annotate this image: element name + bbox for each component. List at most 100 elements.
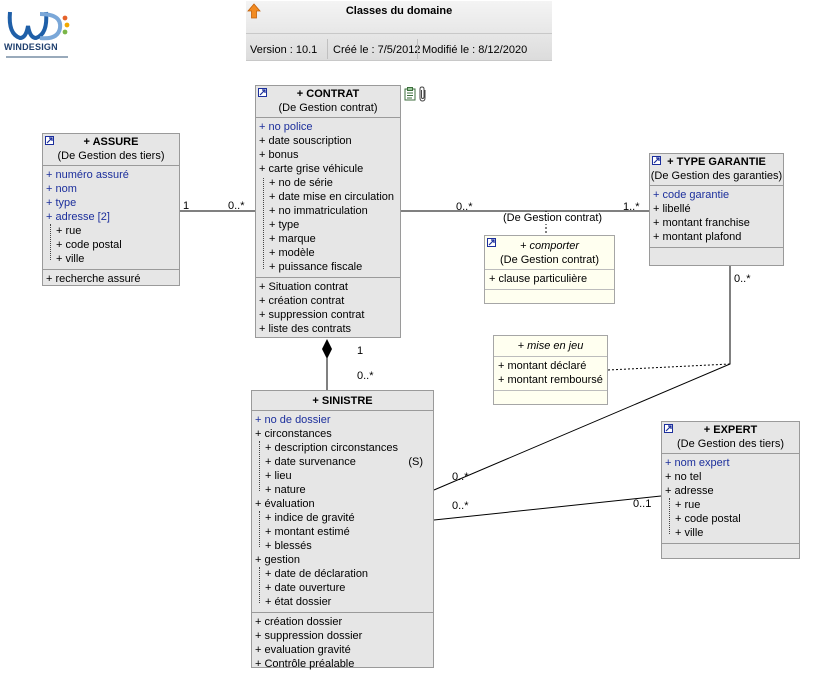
attribute: + modèle: [269, 247, 315, 259]
attribute: + montant estimé: [265, 526, 350, 538]
paperclip-icon[interactable]: [418, 86, 428, 105]
attribute: + lieu: [265, 470, 292, 482]
class-name: + TYPE GARANTIE: [667, 156, 766, 168]
operations-section: + recherche assuré: [43, 269, 179, 289]
attribute: + rue: [675, 499, 701, 511]
attribute: + date survenance (S): [255, 455, 423, 469]
tree-connector: [259, 511, 260, 547]
class-sinistre[interactable]: + SINISTRE + no de dossier + circonstanc…: [251, 390, 434, 670]
attribute: + gestion: [255, 554, 300, 566]
class-assure[interactable]: + ASSURE (De Gestion des tiers) + numéro…: [42, 133, 180, 286]
association-class-comporter[interactable]: + comporter (De Gestion contrat) + claus…: [484, 235, 615, 304]
logo-text: WINDESIGN: [4, 42, 58, 52]
operation: + Contrôle préalable: [255, 658, 355, 670]
multiplicity-label: 0..*: [452, 471, 469, 483]
attribute-identifier: + numéro assuré: [46, 169, 129, 181]
attribute: + no de série: [269, 177, 333, 189]
attribute-identifier: + no de dossier: [255, 414, 331, 426]
class-shortcut-icon: [258, 88, 267, 97]
operations-section: + création dossier + suppression dossier…: [252, 612, 433, 674]
multiplicity-label: 0..*: [734, 273, 751, 285]
class-name: + ASSURE: [83, 136, 139, 148]
multiplicity-label: 0..*: [357, 370, 374, 382]
attribute: + no immatriculation: [269, 205, 368, 217]
operation: + création contrat: [259, 295, 345, 307]
tree-connector: [259, 567, 260, 603]
attribute: + ville: [675, 527, 704, 539]
attribute: + code postal: [675, 513, 741, 525]
class-package: (De Gestion des tiers): [677, 438, 784, 450]
operation: + suppression contrat: [259, 309, 365, 321]
attribute: + date ouverture: [265, 582, 346, 594]
attribute: + date souscription: [259, 135, 352, 147]
class-shortcut-icon: [45, 136, 54, 145]
attribute: + ville: [56, 253, 85, 265]
association-class-mise-en-jeu[interactable]: + mise en jeu + montant déclaré + montan…: [493, 335, 608, 405]
operation: + suppression dossier: [255, 630, 363, 642]
class-type-garantie[interactable]: + TYPE GARANTIE (De Gestion des garantie…: [649, 153, 784, 266]
up-arrow-icon[interactable]: [247, 3, 261, 19]
class-name: + EXPERT: [703, 424, 758, 436]
attribute: + nature: [265, 484, 306, 496]
attribute: + bonus: [259, 149, 299, 161]
class-shortcut-icon: [664, 424, 673, 433]
logo-tagline-graphic: [6, 54, 72, 58]
operations-section: [485, 289, 614, 305]
attribute-identifier: + nom: [46, 183, 77, 195]
class-package: (De Gestion des tiers): [57, 150, 165, 162]
diagram-header: Classes du domaine Version : 10.1 Créé l…: [246, 1, 552, 61]
attributes-section: + montant déclaré + montant remboursé: [494, 356, 607, 390]
header-divider: [246, 33, 552, 34]
garantie-sinistre-line: [433, 266, 731, 491]
operation: + evaluation gravité: [255, 644, 351, 656]
attribute: + rue: [56, 225, 82, 237]
attributes-section: + clause particulière: [485, 269, 614, 289]
version-label: Version : 10.1: [250, 44, 318, 56]
attribute: + état dossier: [265, 596, 332, 608]
composition-diamond: [322, 339, 332, 359]
attribute: + montant déclaré: [498, 360, 587, 372]
attribute: + clause particulière: [489, 273, 588, 285]
attribute: + date de déclaration: [265, 568, 369, 580]
class-package: (De Gestion contrat): [278, 102, 378, 114]
stereotype-tag: (S): [408, 456, 423, 468]
sinistre-expert-line: [433, 495, 662, 521]
attribute: + type: [269, 219, 300, 231]
attribute: + blessés: [265, 540, 312, 552]
attribute-identifier: + type: [46, 197, 77, 209]
tree-connector: [669, 498, 670, 534]
attribute: + adresse: [665, 485, 714, 497]
attribute-identifier: + no police: [259, 121, 313, 133]
class-expert[interactable]: + EXPERT (De Gestion des tiers) + nom ex…: [661, 421, 800, 559]
attribute: + libellé: [653, 203, 691, 215]
multiplicity-label: 0..*: [456, 201, 473, 213]
attribute-text: + date survenance: [265, 456, 356, 468]
association-label: (De Gestion contrat): [503, 212, 603, 224]
tree-connector: [263, 178, 264, 269]
attribute: + code postal: [56, 239, 122, 251]
operation: + liste des contrats: [259, 323, 352, 335]
operation: + recherche assuré: [46, 273, 141, 285]
class-contrat[interactable]: + CONTRAT (De Gestion contrat) + no poli…: [255, 85, 401, 338]
class-name: + SINISTRE: [312, 395, 373, 407]
attributes-section: + code garantie + libellé + montant fran…: [650, 185, 783, 247]
multiplicity-label: 0..*: [228, 200, 245, 212]
attribute: + évaluation: [255, 498, 315, 510]
operations-section: + Situation contrat + création contrat +…: [256, 277, 400, 339]
class-shortcut-icon: [487, 238, 496, 247]
multiplicity-label: 0..*: [452, 500, 469, 512]
attribute: + montant plafond: [653, 231, 742, 243]
class-name: + mise en jeu: [517, 340, 584, 352]
attribute: + montant franchise: [653, 217, 750, 229]
diagram-title: Classes du domaine: [345, 5, 453, 17]
multiplicity-label: 1..*: [623, 201, 640, 213]
attribute: + montant remboursé: [498, 374, 603, 386]
created-date-label: Créé le : 7/5/2012: [333, 44, 421, 56]
clipboard-icon[interactable]: [404, 87, 416, 104]
operation: + création dossier: [255, 616, 343, 628]
multiplicity-label: 1: [357, 345, 364, 357]
attributes-section: + no police + date souscription + bonus …: [256, 117, 400, 277]
attributes-section: + nom expert + no tel + adresse + rue + …: [662, 453, 799, 543]
attribute: + circonstances: [255, 428, 332, 440]
class-name: + CONTRAT: [296, 88, 360, 100]
